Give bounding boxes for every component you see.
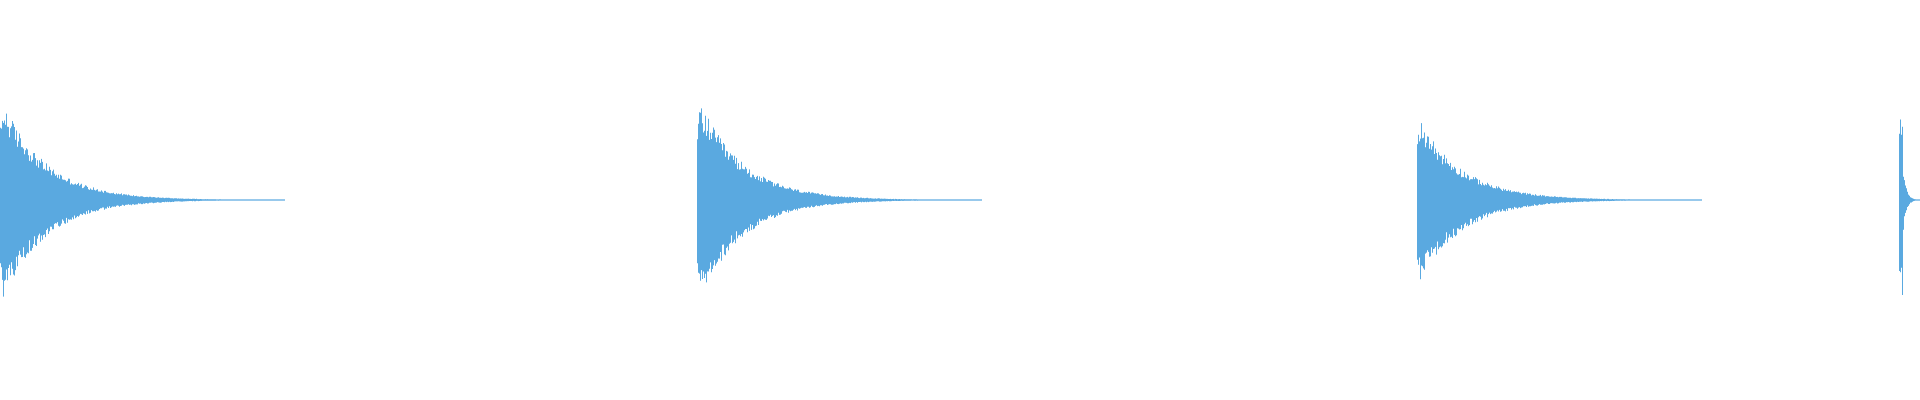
waveform-transient-2 (697, 108, 982, 283)
waveform-transient-4 (1899, 119, 1920, 295)
waveform-envelope (1417, 123, 1702, 280)
waveform-envelope (697, 108, 982, 283)
waveform-transient-3 (1417, 123, 1702, 280)
waveform-envelope (1899, 119, 1920, 295)
waveform-layer (0, 108, 1920, 297)
waveform-transient-1 (0, 113, 285, 297)
waveform-envelope (0, 113, 285, 297)
